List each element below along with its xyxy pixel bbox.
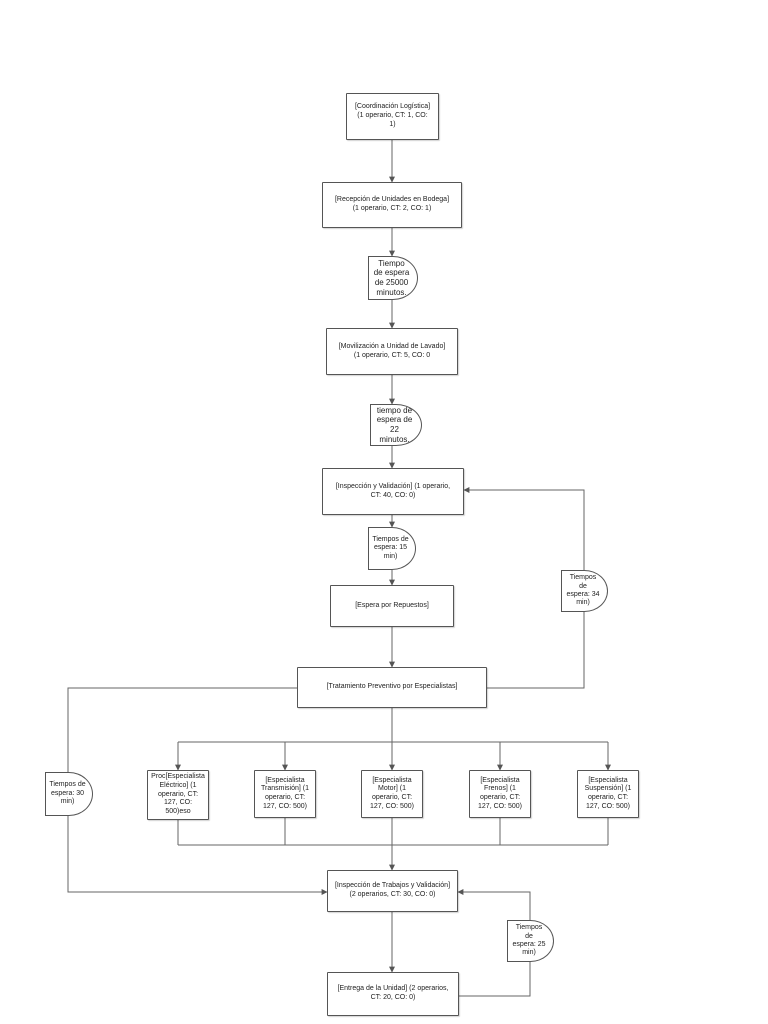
node-suspension-label: [Especialista Suspensión] (1 operario, C… xyxy=(584,776,632,810)
delay-15-min: Tiempos de espera: 15 min) xyxy=(368,527,416,570)
node-entrega-label: [Entrega de la Unidad] (2 operarios, CT:… xyxy=(337,985,449,1001)
delay-34-label: Tiempos de espera: 34 min) xyxy=(566,574,600,607)
delay-25-min: Tiempos de espera: 25 min) xyxy=(507,920,554,962)
delay-22-label: tiempo de espera de 22 minutos. xyxy=(376,405,413,444)
node-especialista-electrico: Proc[Especialista Eléctrico] (1 operario… xyxy=(147,770,209,820)
delay-25-label: Tiempos de espera: 25 min) xyxy=(512,924,546,957)
node-frenos-label: [Especialista Frenos] (1 operario, CT: 1… xyxy=(478,776,522,810)
delay-25000-min: Tiempo de espera de 25000 minutos. xyxy=(368,256,418,300)
node-recepcion-label: [Recepción de Unidades en Bodega] (1 ope… xyxy=(334,196,450,212)
node-coordinacion-label: [Coordinación Logística] (1 operario, CT… xyxy=(354,103,431,128)
node-inspeccion-validacion: [Inspección y Validación] (1 operario, C… xyxy=(322,468,464,515)
node-especialista-transmision: [Especialista Transmisión] (1 operario, … xyxy=(254,770,316,818)
node-espera-label: [Espera por Repuestos] xyxy=(355,601,429,609)
node-inspeccion-label: [Inspección y Validación] (1 operario, C… xyxy=(335,482,451,499)
node-especialista-frenos: [Especialista Frenos] (1 operario, CT: 1… xyxy=(469,770,531,818)
node-movilizacion-label: [Movilización a Unidad de Lavado] (1 ope… xyxy=(338,342,446,359)
node-motor-label: [Especialista Motor] (1 operario, CT: 12… xyxy=(370,776,414,810)
node-inspeccion-trabajos: [Inspección de Trabajos y Validación] (2… xyxy=(327,870,458,912)
node-tratamiento-preventivo: [Tratamiento Preventivo por Especialista… xyxy=(297,667,487,708)
node-espera-repuestos: [Espera por Repuestos] xyxy=(330,585,454,627)
node-electrico-label: Proc[Especialista Eléctrico] (1 operario… xyxy=(151,773,205,816)
delay-25000-label: Tiempo de espera de 25000 minutos. xyxy=(373,258,410,297)
node-inspeccion-trabajos-label: [Inspección de Trabajos y Validación] (2… xyxy=(334,882,451,898)
node-tratamiento-label: [Tratamiento Preventivo por Especialista… xyxy=(326,683,458,691)
node-especialista-motor: [Especialista Motor] (1 operario, CT: 12… xyxy=(361,770,423,818)
node-transmision-label: [Especialista Transmisión] (1 operario, … xyxy=(261,776,309,810)
node-coordinacion-logistica: [Coordinación Logística] (1 operario, CT… xyxy=(346,93,439,140)
delay-22-min: tiempo de espera de 22 minutos. xyxy=(370,404,422,446)
delay-34-min: Tiempos de espera: 34 min) xyxy=(561,570,608,612)
node-entrega-unidad: [Entrega de la Unidad] (2 operarios, CT:… xyxy=(327,972,459,1016)
node-especialista-suspension: [Especialista Suspensión] (1 operario, C… xyxy=(577,770,639,818)
delay-30-min: Tiempos de espera: 30 min) xyxy=(45,772,93,816)
delay-15-label: Tiempos de espera: 15 min) xyxy=(372,535,409,560)
node-recepcion-bodega: [Recepción de Unidades en Bodega] (1 ope… xyxy=(322,182,462,228)
delay-30-label: Tiempos de espera: 30 min) xyxy=(49,781,86,806)
node-movilizacion-lavado: [Movilización a Unidad de Lavado] (1 ope… xyxy=(326,328,458,375)
